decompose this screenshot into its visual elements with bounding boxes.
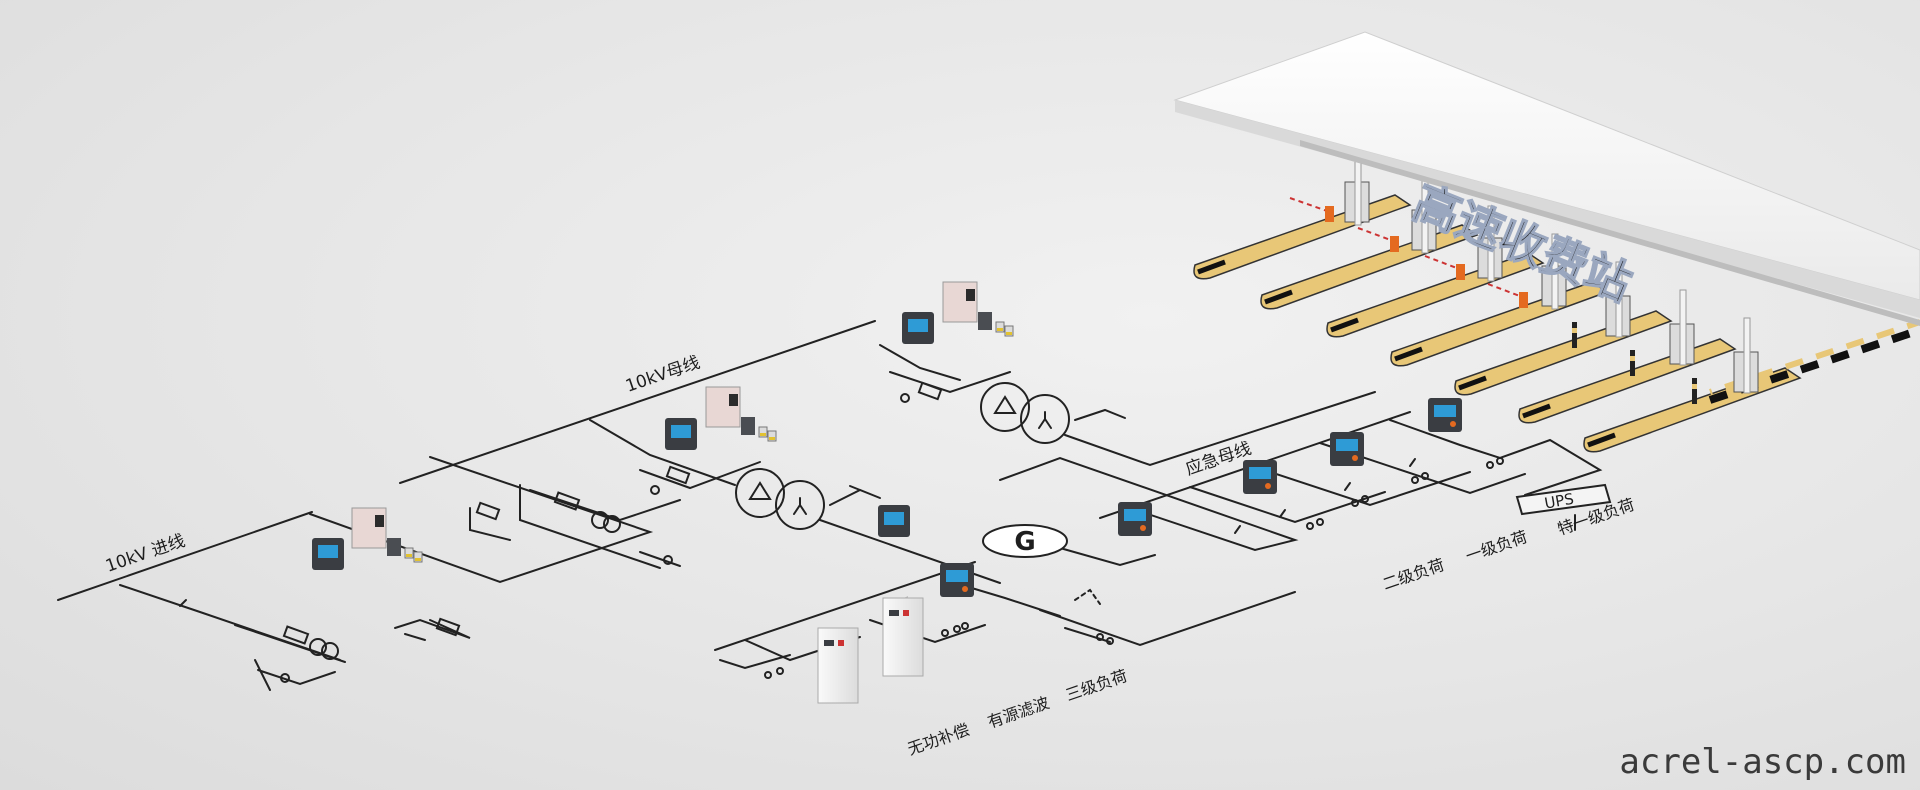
load-label-primary: 一级负荷	[1463, 527, 1530, 566]
bus-10kv	[399, 320, 876, 484]
toll-canopy	[1173, 31, 1920, 326]
transformer-1-secondary	[775, 480, 825, 530]
power-meter	[312, 538, 344, 570]
load-label-tertiary: 三级负荷	[1063, 666, 1130, 705]
load-label-secondary: 二级负荷	[1380, 555, 1447, 594]
canopy-columns	[1354, 149, 1751, 394]
transformer-1-primary	[735, 468, 785, 518]
protection-relay	[351, 507, 423, 563]
feeder-transformer-2	[879, 344, 1376, 467]
protection-relay	[705, 386, 777, 442]
protection-relays	[351, 281, 1014, 563]
bus-10kv-incoming	[57, 511, 313, 601]
bus-label-10kv: 10kV母线	[623, 353, 702, 397]
emergency-feeders	[999, 419, 1603, 552]
generator: G	[982, 524, 1068, 558]
reactive-compensation-cabinet	[817, 627, 859, 704]
bus-lower	[714, 561, 976, 651]
power-meter	[1243, 460, 1277, 494]
watermark: acrel-ascp.com	[1619, 742, 1906, 782]
transformer-2-secondary	[1020, 394, 1070, 444]
power-meter	[878, 505, 910, 537]
power-meter	[1118, 502, 1152, 536]
power-meter	[665, 418, 697, 450]
meters	[312, 312, 1462, 597]
generator-branch	[944, 547, 1296, 647]
active-filter-cabinet	[882, 596, 924, 677]
load-label-active-filter: 有源滤波	[985, 693, 1052, 732]
incoming-feeders	[119, 456, 654, 691]
power-meter	[1428, 398, 1462, 432]
cabinets	[817, 596, 924, 704]
single-line-diagram	[57, 320, 1612, 691]
ups-box	[1515, 483, 1612, 531]
power-meter	[1330, 432, 1364, 466]
protection-relay	[942, 281, 1014, 337]
power-meter	[940, 563, 974, 597]
barrier-gates	[1289, 197, 1697, 404]
transformer-2-primary	[980, 382, 1030, 432]
toll-station: 高速收费站	[1173, 31, 1920, 453]
bus-branch-left	[469, 484, 681, 569]
generator-symbol: G	[1014, 527, 1035, 557]
ups-label: UPS	[1543, 490, 1575, 513]
load-label-reactive-comp: 无功补偿	[905, 720, 972, 759]
power-meter	[902, 312, 934, 344]
feeder-transformer-1	[589, 419, 1001, 584]
